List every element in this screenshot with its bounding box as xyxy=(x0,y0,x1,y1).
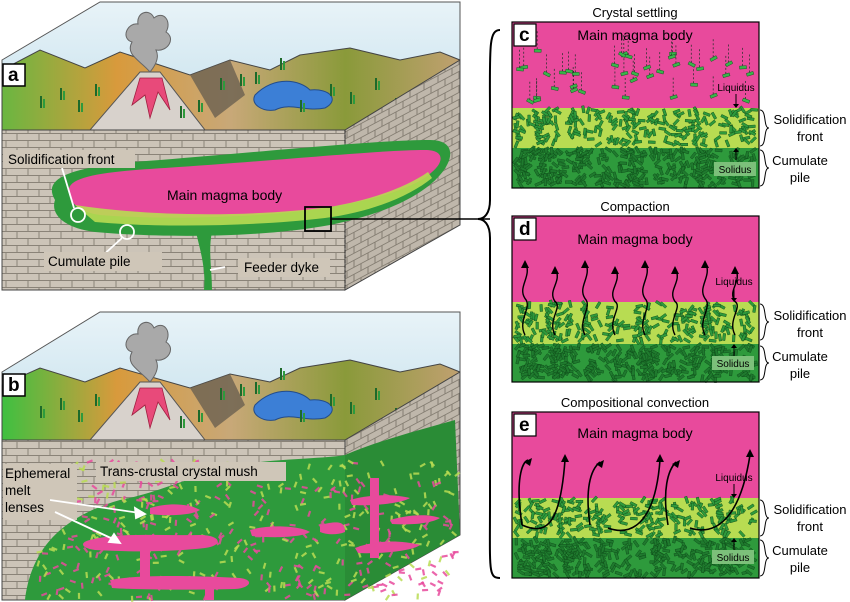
panel-a: Solidification front Main magma body Cum… xyxy=(1,1,490,291)
label-main-magma-body: Main magma body xyxy=(167,187,282,203)
magma-zone xyxy=(512,22,759,108)
panel-b: Trans-crustal crystal mush Ephemeral mel… xyxy=(1,311,461,602)
solidification-zone xyxy=(75,172,432,226)
label-solidus: Solidus xyxy=(717,553,750,564)
label-front-1: Solidification xyxy=(774,308,847,323)
gorge xyxy=(190,374,245,428)
detail-panels: Crystal settling c Main magma body Liqui… xyxy=(511,5,847,579)
label-bg xyxy=(714,162,756,176)
label-feeder-dyke: Feeder dyke xyxy=(244,260,319,275)
mush-texture xyxy=(36,458,461,602)
magma-body xyxy=(68,150,441,218)
label-front-1: Solidification xyxy=(774,502,847,517)
title-compaction: Compaction xyxy=(600,199,669,214)
label-solidus: Solidus xyxy=(719,165,752,176)
label-bg xyxy=(44,252,162,271)
title-compositional-convection: Compositional convection xyxy=(561,395,709,410)
magma-zone xyxy=(512,412,759,498)
lava-flow xyxy=(131,77,171,120)
label-bg xyxy=(3,150,135,168)
pile-marker xyxy=(119,224,135,240)
panel-tag-box xyxy=(513,23,537,47)
label-melt: melt xyxy=(5,483,31,498)
label-pile-1: Cumulate xyxy=(772,349,828,364)
label-bg xyxy=(3,464,77,520)
label-liquidus: Liquidus xyxy=(715,473,752,484)
gorge xyxy=(190,60,245,118)
label-lenses: lenses xyxy=(5,500,44,515)
label-pile-2: pile xyxy=(790,366,810,381)
panel-tag-e: e xyxy=(519,415,530,436)
label-front-2: front xyxy=(797,129,823,144)
feeder-dyke xyxy=(196,232,212,290)
label-cumulate-pile: Cumulate pile xyxy=(48,254,131,269)
panel-tag-c: c xyxy=(519,25,530,46)
trees xyxy=(40,58,435,118)
label-bg xyxy=(712,356,754,370)
label-liquidus: Liquidus xyxy=(717,83,754,94)
panel-e: Compositional convection e Main magma xyxy=(511,395,847,579)
label-solidus: Solidus xyxy=(717,359,750,370)
label-front-2: front xyxy=(797,519,823,534)
front-marker xyxy=(70,207,86,223)
label-ephemeral: Ephemeral xyxy=(5,466,70,481)
arrow-heads xyxy=(524,449,754,468)
compaction-arrows xyxy=(521,260,739,336)
label-bg xyxy=(238,258,330,277)
label-solidification-front: Solidification front xyxy=(8,152,115,167)
label-pile-1: Cumulate xyxy=(772,543,828,558)
label-main-magma-body: Main magma body xyxy=(577,231,692,247)
ash-plume xyxy=(125,321,171,383)
panel-d: Compaction d Main magma body Liquidus So… xyxy=(511,199,847,384)
panel-tag-d: d xyxy=(519,219,531,240)
panel-tag-box xyxy=(2,373,26,397)
magma-zone xyxy=(512,216,759,302)
ash-plume xyxy=(125,11,171,73)
lake xyxy=(253,390,333,421)
panel-c: Crystal settling c Main magma body Liqui… xyxy=(511,5,847,189)
panel-tag-box xyxy=(2,63,26,87)
title-crystal-settling: Crystal settling xyxy=(592,5,677,20)
panel-tag-b: b xyxy=(8,375,20,396)
label-bg xyxy=(96,462,286,481)
panel-tag-box xyxy=(513,217,537,241)
brace xyxy=(477,29,501,579)
panel-tag-a: a xyxy=(8,65,19,86)
label-main-magma-body: Main magma body xyxy=(577,425,692,441)
lake xyxy=(253,80,333,111)
label-front-1: Solidification xyxy=(774,112,847,127)
label-pile-2: pile xyxy=(790,170,810,185)
lava-flow xyxy=(131,387,171,430)
label-bg xyxy=(712,550,754,564)
label-trans-crustal-mush: Trans-crustal crystal mush xyxy=(100,464,258,479)
label-pile-1: Cumulate xyxy=(772,153,828,168)
label-front-2: front xyxy=(797,325,823,340)
label-main-magma-body: Main magma body xyxy=(577,27,692,43)
panel-tag-box xyxy=(513,413,537,437)
label-pile-2: pile xyxy=(790,560,810,575)
label-liquidus: Liquidus xyxy=(715,277,752,288)
lens-arrows xyxy=(49,499,147,545)
